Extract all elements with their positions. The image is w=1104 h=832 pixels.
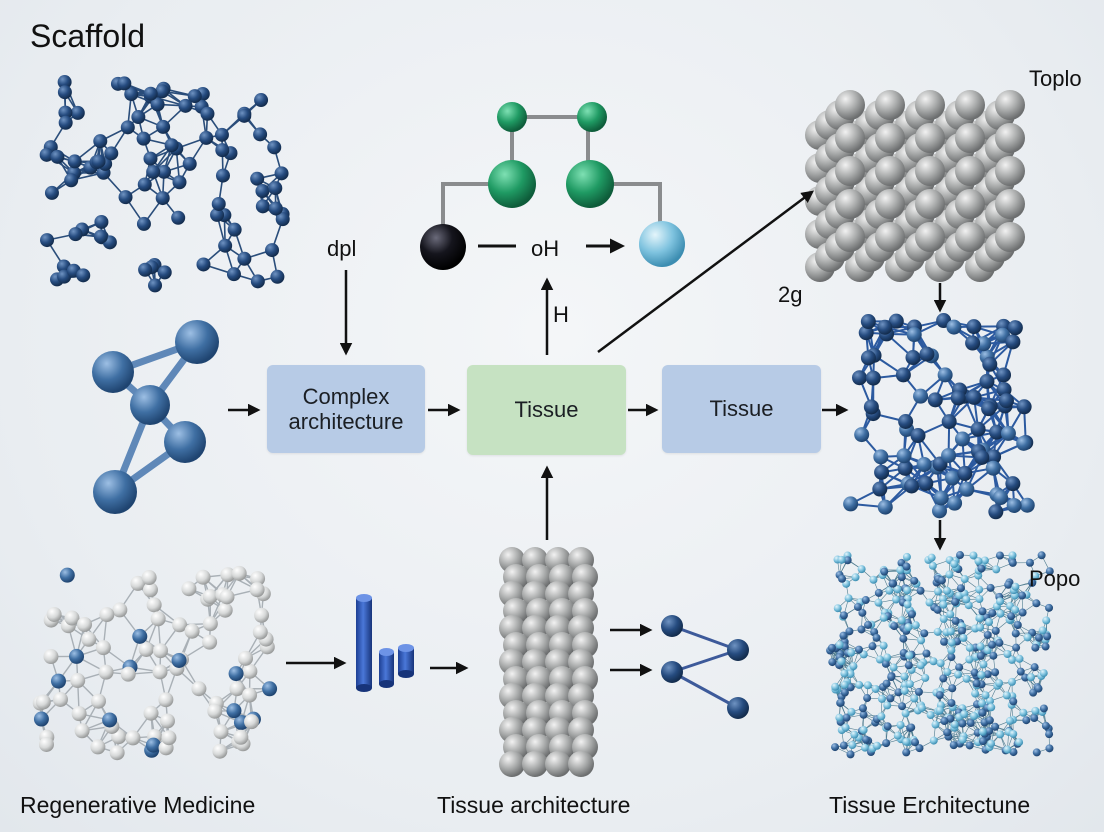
triangle-molecule-icon <box>92 320 219 514</box>
mixed-lattice-icon <box>32 565 278 761</box>
label-popo: Popo <box>1029 566 1081 591</box>
label-h: H <box>553 302 569 327</box>
caption-center: Tissue architecture <box>437 792 631 818</box>
caption-left: Regenerative Medicine <box>20 792 256 818</box>
tissue-box-blue: Tissue <box>662 365 821 453</box>
network-icon <box>843 313 1035 520</box>
caption-right: Tissue Erchitectune <box>829 792 1031 818</box>
tissue-green-label: Tissue <box>514 397 579 423</box>
label-oh: oH <box>531 236 560 261</box>
complex-box-line2: architecture <box>288 409 404 434</box>
branched-molecule-icon <box>420 102 685 270</box>
complex-box-line1: Complex <box>302 383 390 409</box>
dense-network-icon <box>826 551 1054 759</box>
cube-lattice-icon <box>805 90 1025 282</box>
molecular-lattice-icon <box>39 75 290 293</box>
diagram-title: Scaffold <box>30 18 146 54</box>
tissue-box-green: Tissue <box>467 365 626 455</box>
label-dpl: dpl <box>327 236 357 261</box>
label-toplo: Toplo <box>1029 66 1082 91</box>
stacked-spheres-column-icon <box>499 547 598 777</box>
tissue-blue-label: Tissue <box>709 396 774 422</box>
cylinder-bars-icon <box>356 594 414 692</box>
v-molecule-icon <box>661 615 749 719</box>
label-2g: 2g <box>778 282 803 307</box>
complex-architecture-box: Complex architecture <box>267 365 425 453</box>
flow-arrows <box>228 190 947 677</box>
arrow-diagonal-to-cube <box>597 190 815 354</box>
